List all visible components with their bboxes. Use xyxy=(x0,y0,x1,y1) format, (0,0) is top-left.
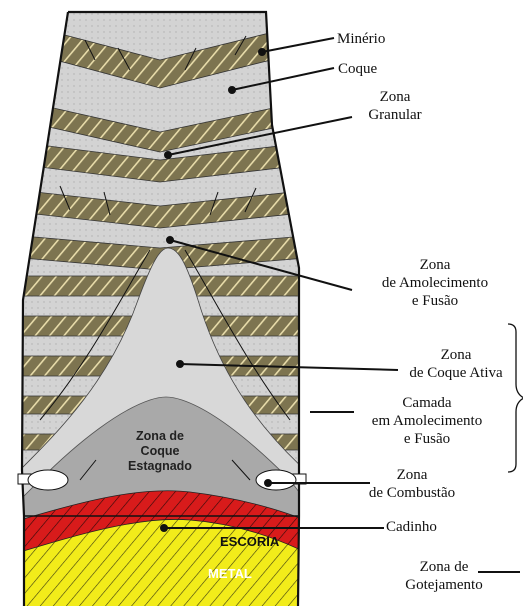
label-zona-gotejamento: Zona de Gotejamento xyxy=(394,558,494,594)
label-camada-2: em Amolecimento xyxy=(352,412,502,430)
label-zona-gotejamento-1: Zona de xyxy=(394,558,494,576)
label-camada-1: Camada xyxy=(352,394,502,412)
label-minerio: Minério xyxy=(337,30,385,48)
metal-label: METAL xyxy=(208,566,252,581)
label-zona-combustao-1: Zona xyxy=(362,466,462,484)
slag-label: ESCORIA xyxy=(220,534,280,549)
furnace-burden xyxy=(0,0,330,608)
label-zona-combustao-2: de Combustão xyxy=(362,484,462,502)
label-zona-granular-1: Zona xyxy=(350,88,440,106)
label-zona-granular: Zona Granular xyxy=(350,88,440,124)
label-zona-amolecimento-3: e Fusão xyxy=(350,292,520,310)
label-zona-coque-ativa-1: Zona xyxy=(396,346,516,364)
stagnant-coke-label-2: Coque xyxy=(141,444,180,458)
label-cadinho: Cadinho xyxy=(386,518,437,536)
label-zona-coque-ativa-2: de Coque Ativa xyxy=(396,364,516,382)
label-zona-coque-ativa: Zona de Coque Ativa xyxy=(396,346,516,382)
label-zona-amolecimento-2: de Amolecimento xyxy=(350,274,520,292)
stagnant-coke-label-3: Estagnado xyxy=(128,459,192,473)
label-camada-3: e Fusão xyxy=(352,430,502,448)
label-zona-granular-2: Granular xyxy=(350,106,440,124)
label-camada: Camada em Amolecimento e Fusão xyxy=(352,394,502,448)
label-zona-amolecimento-1: Zona xyxy=(350,256,520,274)
label-coque: Coque xyxy=(338,60,377,78)
label-zona-amolecimento: Zona de Amolecimento e Fusão xyxy=(350,256,520,310)
stagnant-coke-label-1: Zona de xyxy=(136,429,184,443)
label-zona-combustao: Zona de Combustão xyxy=(362,466,462,502)
label-zona-gotejamento-2: Gotejamento xyxy=(394,576,494,594)
